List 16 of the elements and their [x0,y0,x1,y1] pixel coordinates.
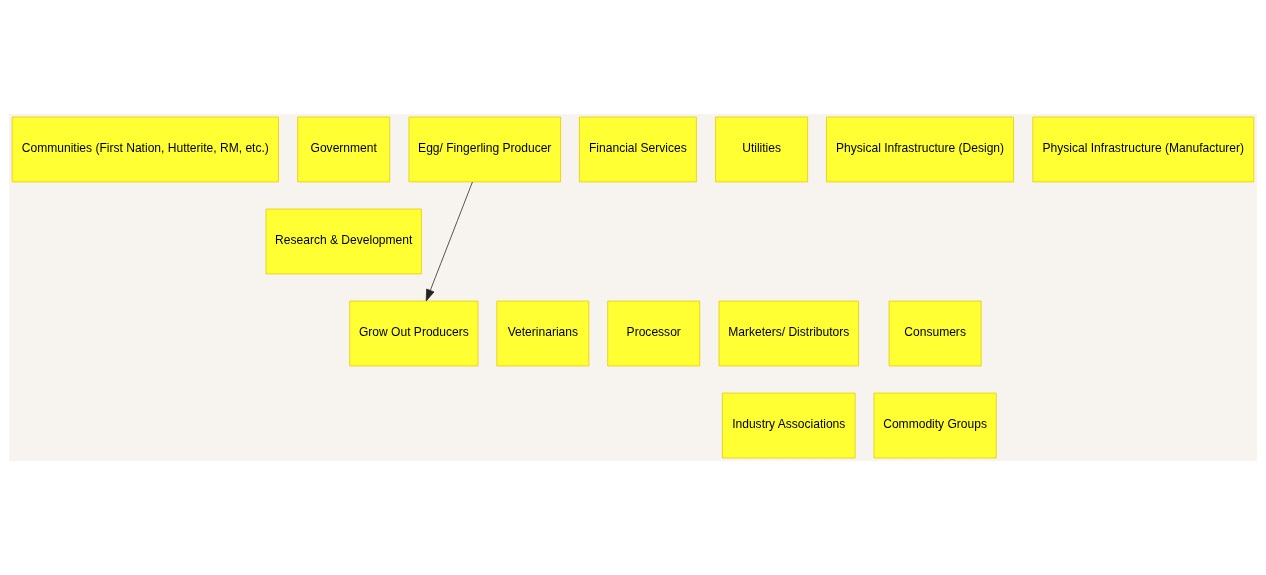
node-box: Utilities [715,116,808,183]
node-box: Commodity Groups [873,392,997,459]
node-box: Grow Out Producers [349,300,479,367]
node-box: Veterinarians [496,300,590,367]
node-box: Industry Associations [722,392,856,459]
node-box: Physical Infrastructure (Manufacturer) [1032,116,1255,183]
node-box: Marketers/ Distributors [718,300,859,367]
node-box: Consumers [888,300,982,367]
node-box: Government [297,116,391,183]
node-box: Processor [607,300,701,367]
node-box: Physical Infrastructure (Design) [826,116,1014,183]
arrow [425,181,473,302]
node-box: Financial Services [579,116,697,183]
node-box: Communities (First Nation, Hutterite, RM, etc.) [11,116,279,183]
node-box: Research & Development [265,208,422,275]
node-box: Egg/ Fingerling Producer [408,116,561,183]
